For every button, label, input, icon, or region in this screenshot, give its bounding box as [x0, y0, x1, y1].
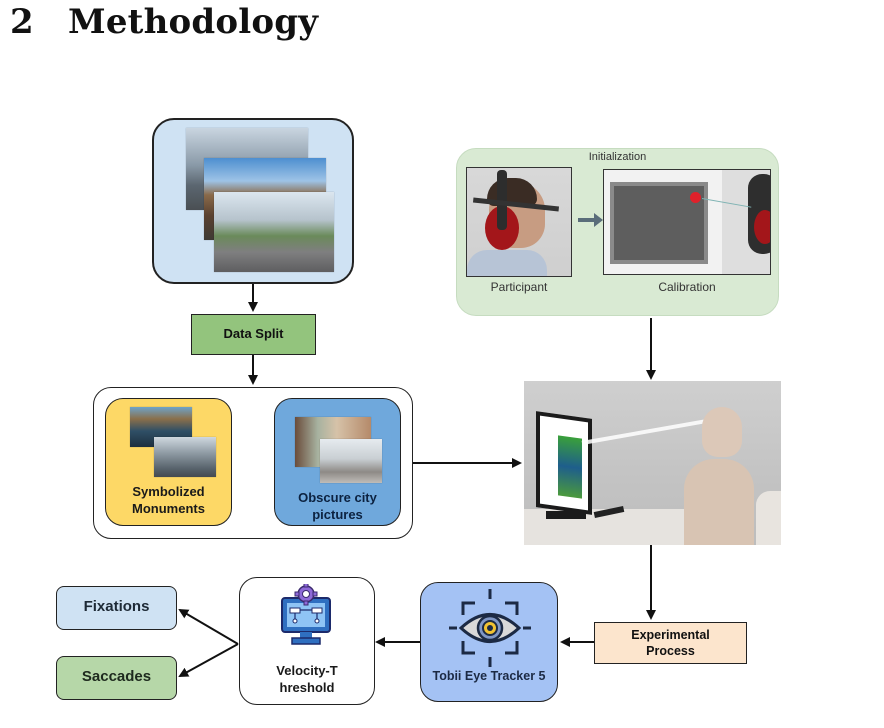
experiment-scene-image: [524, 381, 781, 545]
category-obscure-city-pictures: Obscure city pictures: [274, 398, 401, 526]
participant-image: [466, 167, 572, 277]
eye-tracker-label: Tobii Eye Tracker 5: [432, 669, 546, 683]
symbolized-monuments-label: Symbolized Monuments: [132, 484, 205, 516]
calibration-target-dot: [690, 192, 701, 203]
scene-mannequin-body: [684, 459, 754, 545]
experimental-process-box: Experimental Process: [594, 622, 747, 664]
initialization-arrowhead-icon: [594, 213, 603, 227]
participant-caption: Participant: [490, 280, 548, 294]
obscure-photo-street: [320, 439, 382, 483]
initialization-title: Initialization: [588, 151, 647, 163]
saccades-box: Saccades: [56, 656, 177, 700]
category-symbolized-monuments: Symbolized Monuments: [105, 398, 232, 526]
saccades-label: Saccades: [81, 668, 152, 685]
calibration-headphone: [754, 210, 770, 244]
initialization-arrow-icon: [578, 218, 596, 222]
monitor-gear-icon: [281, 584, 331, 645]
section-heading: 2 Methodology: [10, 2, 318, 42]
data-split-box: Data Split: [191, 314, 316, 355]
scene-monitor-stand: [546, 511, 586, 519]
initialization-panel: Initialization Participant Calibration: [456, 148, 779, 316]
data-split-label: Data Split: [223, 326, 284, 341]
city-photo-street: [214, 192, 334, 272]
velocity-threshold-label: Velocity-T hreshold: [276, 663, 338, 695]
calibration-image: [603, 169, 771, 275]
scene-gaze-beam: [581, 418, 711, 445]
eye-tracker-box: Tobii Eye Tracker 5: [420, 582, 558, 702]
eye-focus-icon: [449, 589, 531, 667]
dataset-box: [152, 118, 354, 284]
monument-photo-towers: [154, 437, 216, 477]
scene-chair: [756, 491, 781, 545]
arrow-velocity-to-fixations: [178, 608, 239, 645]
fixations-label: Fixations: [83, 598, 150, 615]
arrow-velocity-to-saccades: [178, 643, 239, 677]
velocity-threshold-box: Velocity-T hreshold: [239, 577, 375, 705]
scene-mannequin-head: [702, 407, 742, 457]
fixations-box: Fixations: [56, 586, 177, 630]
obscure-city-label: Obscure city pictures: [298, 490, 377, 522]
calibration-caption: Calibration: [658, 280, 716, 294]
section-title: Methodology: [68, 2, 319, 42]
scene-monitor-content: [558, 435, 582, 499]
participant-shirt: [467, 250, 547, 276]
section-number: 2: [10, 2, 34, 42]
